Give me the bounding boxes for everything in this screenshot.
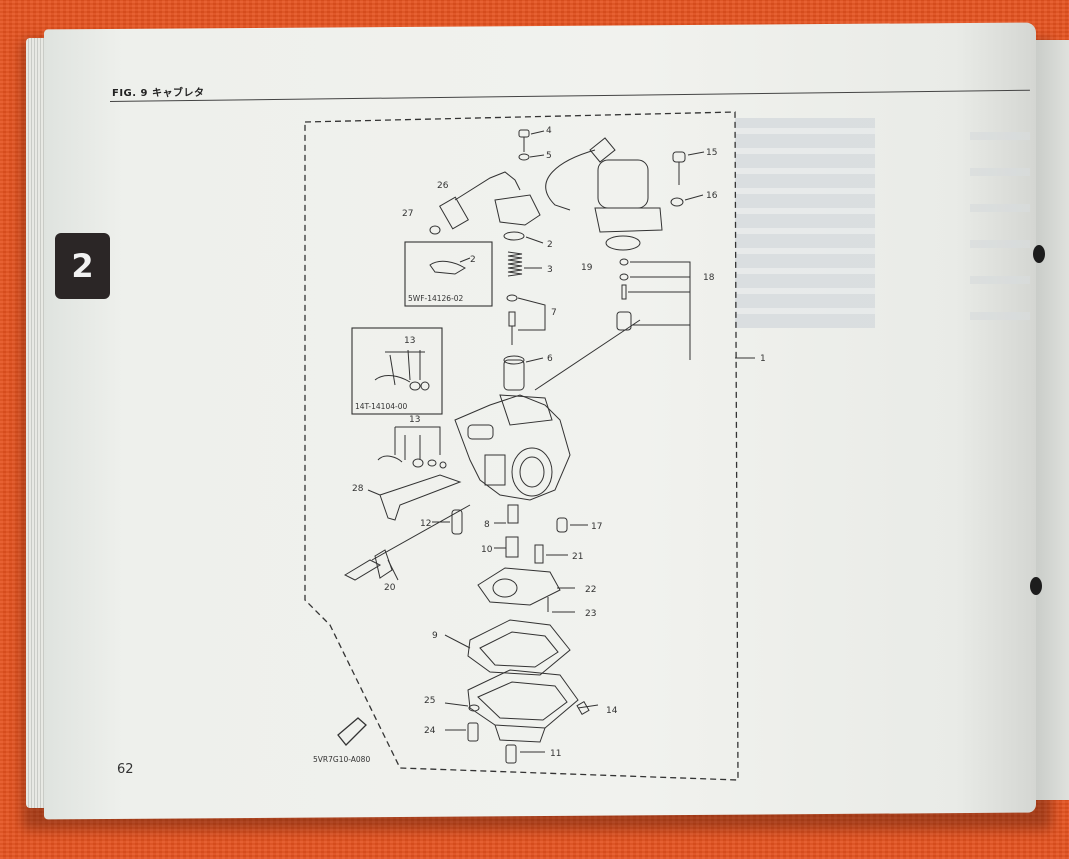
screw-icon [467, 722, 479, 742]
gasket-icon [467, 619, 571, 676]
drawing-code: 5VR7G10-A080 [313, 755, 370, 764]
jet-icon [507, 504, 519, 524]
callout-label: 2 [470, 255, 476, 265]
kit-code: 5WF-14126-02 [408, 294, 464, 303]
callout-label: 4 [546, 126, 552, 136]
right-page-edge [1030, 40, 1069, 800]
callout-label: 13 [409, 415, 420, 425]
lever-icon [379, 474, 462, 521]
kit-code: 14T-14104-00 [355, 402, 407, 411]
float-icon [477, 567, 575, 606]
callout-label: 8 [484, 520, 490, 530]
spring-icon [507, 251, 542, 277]
callout-label: 24 [424, 726, 436, 736]
callout-label: 27 [402, 209, 413, 219]
faint-parts-table [735, 118, 875, 328]
carburetor-body-icon [454, 394, 571, 501]
callout-label: 28 [352, 484, 364, 494]
callout-label: 14 [606, 706, 618, 716]
jet-icon [505, 536, 519, 558]
assembly-boundary [304, 111, 739, 781]
callout-label: 23 [585, 609, 596, 619]
section-tab: 2 [55, 233, 110, 299]
kit-box [351, 327, 443, 415]
screw-icon [672, 151, 705, 185]
callout-label: 6 [547, 354, 553, 364]
o-ring-icon [503, 231, 525, 241]
callout-label: 22 [585, 585, 596, 595]
starter-icon [545, 137, 663, 233]
figure-title: FIG. 9 キャブレタ [112, 88, 205, 99]
callout-label: 16 [706, 191, 718, 201]
callout-label: 18 [703, 273, 715, 283]
callout-label: 11 [550, 749, 561, 759]
callout-label: 3 [547, 265, 553, 275]
hose-icon [439, 171, 541, 230]
callout-label: 17 [591, 522, 602, 532]
callout-label: 20 [384, 583, 396, 593]
callout-label: 19 [581, 263, 593, 273]
washer-icon [518, 153, 545, 161]
jet-icon [451, 509, 463, 535]
callout-label: 5 [546, 151, 552, 161]
needle-icon [506, 294, 546, 345]
callout-label: 7 [551, 308, 557, 318]
screw-icon [518, 129, 545, 152]
page-number: 62 [117, 762, 134, 777]
drain-plug-icon [505, 744, 517, 764]
callout-label: 13 [404, 336, 415, 346]
callout-label: 15 [706, 148, 717, 158]
float-bowl-icon [467, 669, 579, 743]
cap-icon [429, 225, 441, 235]
kit-box [404, 241, 493, 307]
faint-parts-table [970, 110, 1030, 320]
callout-label: 9 [432, 631, 438, 641]
callout-label: 26 [437, 181, 449, 191]
callout-label: 10 [481, 545, 493, 555]
callout-label: 2 [547, 240, 553, 250]
screw-icon [556, 517, 568, 533]
callout-label: 12 [420, 519, 431, 529]
callout-label: 25 [424, 696, 435, 706]
adjust-screw-icon [343, 504, 471, 581]
callout-label: 1 [760, 354, 766, 364]
binding-hole [1033, 245, 1045, 263]
callout-label: 21 [572, 552, 583, 562]
valve-parts-icon [616, 258, 691, 331]
binding-hole [1030, 577, 1042, 595]
washer-icon [468, 704, 480, 712]
piston-icon [503, 355, 544, 391]
washer-icon [670, 194, 704, 207]
tool-icon [337, 717, 367, 746]
gasket-icon [605, 235, 641, 251]
float-pin-icon [534, 544, 544, 564]
